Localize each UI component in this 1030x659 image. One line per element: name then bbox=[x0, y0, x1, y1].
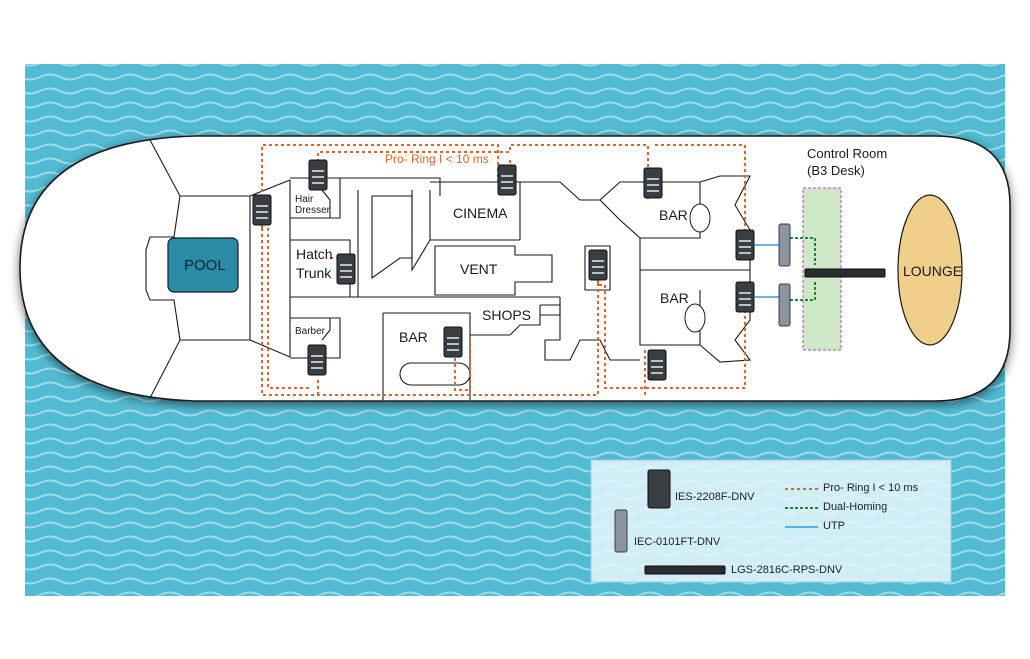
pool-label: POOL bbox=[184, 257, 226, 274]
pool-area bbox=[167, 237, 239, 293]
ies-switch bbox=[588, 249, 608, 281]
shops-label: SHOPS bbox=[482, 307, 532, 323]
ies-switch bbox=[252, 194, 272, 226]
control-room-title: Control Room bbox=[807, 146, 888, 161]
ies-switch bbox=[336, 253, 356, 285]
ies-switch bbox=[735, 229, 755, 261]
iec-converter bbox=[778, 283, 791, 327]
bar-mid-label: BAR bbox=[660, 290, 689, 306]
lounge-label: LOUNGE bbox=[903, 263, 963, 279]
hair-dresser-label-line2: Dresser bbox=[295, 205, 331, 216]
bow-structure bbox=[145, 139, 291, 399]
legend-iec-icon bbox=[614, 509, 628, 553]
barber-label: Barber bbox=[295, 326, 326, 337]
lgs-switch-icon bbox=[804, 268, 886, 278]
ies-switch bbox=[497, 164, 517, 196]
cinema-label: CINEMA bbox=[453, 205, 508, 221]
legend-lgs-label: LGS-2816C-RPS-DNV bbox=[731, 564, 843, 576]
legend-ies-icon bbox=[647, 469, 671, 509]
ies-switch bbox=[307, 344, 327, 376]
control-room-subtitle: (B3 Desk) bbox=[807, 163, 865, 178]
ies-switch-ports bbox=[256, 170, 751, 374]
ies-switch bbox=[308, 159, 328, 191]
hair-dresser-label-line1: Hair bbox=[295, 194, 314, 205]
bar-top-label: BAR bbox=[659, 207, 688, 223]
utp-lines bbox=[755, 244, 780, 298]
lounge-area bbox=[897, 194, 963, 346]
legend-iec-label: IEC-0101FT-DNV bbox=[634, 536, 721, 548]
legend-utp-label: UTP bbox=[823, 520, 845, 532]
iec-converter-icons bbox=[778, 223, 791, 327]
legend-ies-label: IES-2208F-DNV bbox=[675, 491, 755, 503]
legend-ring-label: Pro- Ring I < 10 ms bbox=[823, 482, 919, 494]
vent-label: VENT bbox=[460, 261, 498, 277]
ies-switch bbox=[735, 281, 755, 313]
bar-lower-label: BAR bbox=[399, 329, 428, 345]
legend-dual-label: Dual-Homing bbox=[823, 501, 888, 513]
legend-lgs-icon bbox=[644, 565, 726, 575]
bar-table-mid bbox=[684, 303, 706, 333]
legend-icons bbox=[614, 469, 818, 575]
hatch-trunk-label-line1: Hatch bbox=[296, 246, 333, 262]
ies-switch bbox=[647, 349, 667, 381]
dual-homing-lines bbox=[790, 237, 816, 301]
bar-table-top bbox=[689, 203, 711, 233]
ring-title: Pro- Ring I < 10 ms bbox=[385, 152, 489, 166]
iec-converter bbox=[778, 223, 791, 267]
hatch-trunk-label-line2: Trunk bbox=[296, 265, 332, 281]
ies-switch bbox=[643, 167, 663, 199]
ies-switch bbox=[443, 326, 463, 358]
